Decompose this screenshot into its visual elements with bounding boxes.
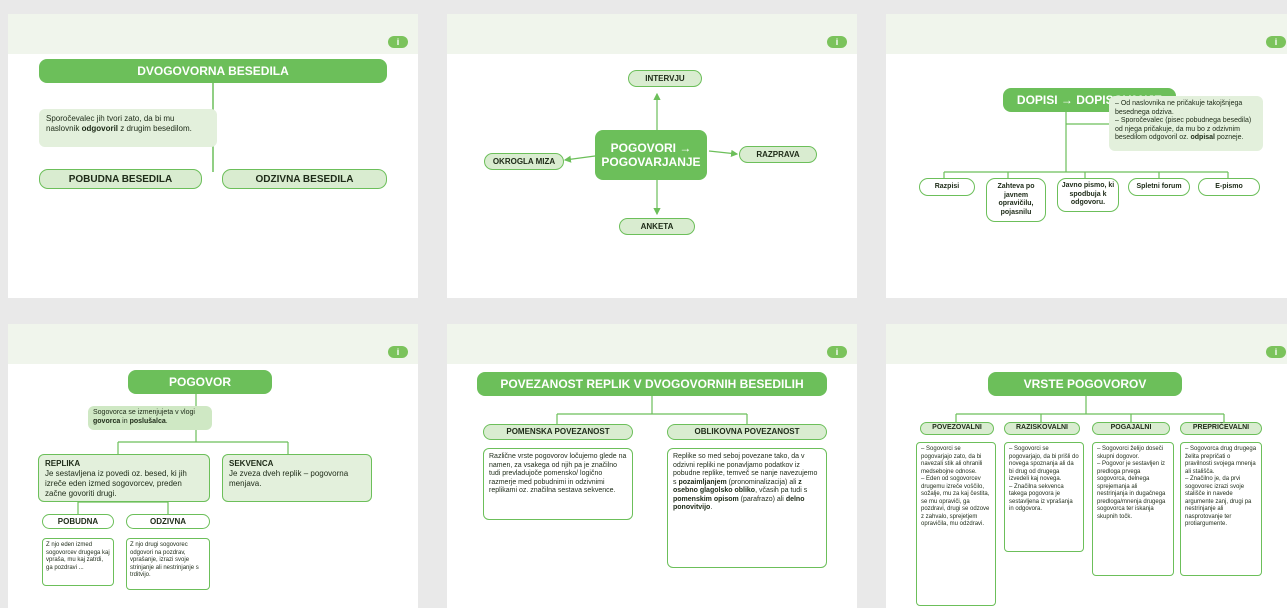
bullet: – Značilno je, da prvi sogovorec izrazi …: [1185, 476, 1252, 527]
bullet: – Sogovorci se pogovarjajo zato, da bi n…: [921, 446, 983, 475]
info-icon[interactable]: i: [1266, 36, 1286, 48]
spletni-forum-item[interactable]: Spletni forum: [1128, 178, 1190, 196]
slide-vrste-pogovorov: i VRSTE POGOVOROV POVEZOVALNI RAZISKOVAL…: [886, 324, 1287, 608]
slide-header-bar: [8, 14, 418, 54]
slide-header-bar: [886, 14, 1287, 54]
raziskovalni-text: – Sogovorci se pogovarjajo, da bi prišli…: [1004, 442, 1084, 552]
pobudna-text: Z njo eden izmed sogovorcev drugega kaj …: [42, 538, 114, 586]
slide-pogovori: i INTERVJU POGOVORI → POGOVARJANJE OKROG…: [447, 14, 857, 298]
slide-header-bar: [8, 324, 418, 364]
pomenska-text: Različne vrste pogovorov ločujemo glede …: [483, 448, 633, 520]
bullet: – Eden od sogovorcev drugemu izreče vošč…: [921, 476, 990, 527]
connector-lines: [955, 396, 1225, 422]
intervju-node[interactable]: INTERVJU: [628, 70, 702, 87]
pogajalni-pill[interactable]: POGAJALNI: [1092, 422, 1170, 435]
slide-header-bar: [886, 324, 1287, 364]
slide-pogovor: i POGOVOR Sogovorca se izmenjujeta v vlo…: [8, 324, 418, 608]
bullet: – Sogovorca drug drugega želita prepriča…: [1185, 446, 1257, 475]
bullet: – Značilna sekvenca takega pogovora je s…: [1009, 483, 1073, 513]
info-icon[interactable]: i: [827, 36, 847, 48]
note-box: – Od naslovnika ne pričakuje takojšnjega…: [1109, 96, 1263, 151]
slide-povezanost-replik: i POVEZANOST REPLIK V DVOGOVORNIH BESEDI…: [447, 324, 857, 608]
info-icon[interactable]: i: [388, 346, 408, 358]
bullet: – Pogovor je sestavljen iz predloga prve…: [1097, 461, 1166, 520]
raziskovalni-pill[interactable]: RAZISKOVALNI: [1004, 422, 1080, 435]
razpisi-item[interactable]: Razpisi: [919, 178, 975, 196]
pomenska-povezanost-pill[interactable]: POMENSKA POVEZANOST: [483, 424, 633, 440]
prepricevalni-pill[interactable]: PREPRIČEVALNI: [1180, 422, 1262, 435]
bullet: – Sogovorci želijo doseči skupni dogovor…: [1097, 446, 1164, 460]
note-box: Sporočevalec jih tvori zato, da bi mu na…: [39, 109, 217, 147]
note-bullet: – Sporočevalec (pisec pobudnega besedila…: [1115, 117, 1252, 141]
e-pismo-item[interactable]: E-pismo: [1198, 178, 1260, 196]
povezovalni-text: – Sogovorci se pogovarjajo zato, da bi n…: [916, 442, 996, 606]
slide-title: POVEZANOST REPLIK V DVOGOVORNIH BESEDILI…: [477, 372, 827, 396]
connector-arrows: [563, 92, 739, 216]
razprava-node[interactable]: RAZPRAVA: [739, 146, 817, 163]
bullet: – Sogovorci se pogovarjajo, da bi prišli…: [1009, 446, 1079, 482]
slide-header-bar: [447, 14, 857, 54]
okrogla-miza-node[interactable]: OKROGLA MIZA: [484, 153, 564, 170]
connector-lines: [943, 112, 1229, 178]
oblikovna-text: Replike so med seboj povezane tako, da v…: [667, 448, 827, 568]
zahteva-item[interactable]: Zahteva po javnem opravičilu, pojasnilu: [986, 178, 1046, 222]
slide-title: DVOGOVORNA BESEDILA: [39, 59, 387, 83]
slide-title: POGOVOR: [128, 370, 272, 394]
prepricevalni-text: – Sogovorca drug drugega želita prepriča…: [1180, 442, 1262, 576]
note-box: Sogovorca se izmenjujeta v vlogi govorca…: [88, 406, 212, 430]
javno-pismo-item[interactable]: Javno pismo, ki spodbuja k odgovoru.: [1057, 178, 1119, 212]
slide-dvogovorna-besedila: i DVOGOVORNA BESEDILA Sporočevalec jih t…: [8, 14, 418, 298]
pogovori-center-node: POGOVORI → POGOVARJANJE: [595, 130, 707, 180]
connector-lines: [212, 82, 214, 172]
slide-header-bar: [447, 324, 857, 364]
info-icon[interactable]: i: [388, 36, 408, 48]
info-icon[interactable]: i: [1266, 346, 1286, 358]
odzivna-text: Z njo drugi sogovorec odgovori na pozdra…: [126, 538, 210, 590]
anketa-node[interactable]: ANKETA: [619, 218, 695, 235]
oblikovna-povezanost-pill[interactable]: OBLIKOVNA POVEZANOST: [667, 424, 827, 440]
pobudna-pill[interactable]: POBUDNA: [42, 514, 114, 529]
slide-title: VRSTE POGOVOROV: [988, 372, 1182, 396]
connector-lines: [556, 396, 748, 424]
pobudna-besedila-pill[interactable]: POBUDNA BESEDILA: [39, 169, 202, 189]
pogajalni-text: – Sogovorci želijo doseči skupni dogovor…: [1092, 442, 1174, 576]
info-icon[interactable]: i: [827, 346, 847, 358]
povezovalni-pill[interactable]: POVEZOVALNI: [920, 422, 994, 435]
odzivna-pill[interactable]: ODZIVNA: [126, 514, 210, 529]
note-bullet: – Od naslovnika ne pričakuje takojšnjega…: [1115, 100, 1243, 116]
slide-dopisi: i DOPISI → DOPISOVANJE – Od naslovnika n…: [886, 14, 1287, 298]
odzivna-besedila-pill[interactable]: ODZIVNA BESEDILA: [222, 169, 387, 189]
